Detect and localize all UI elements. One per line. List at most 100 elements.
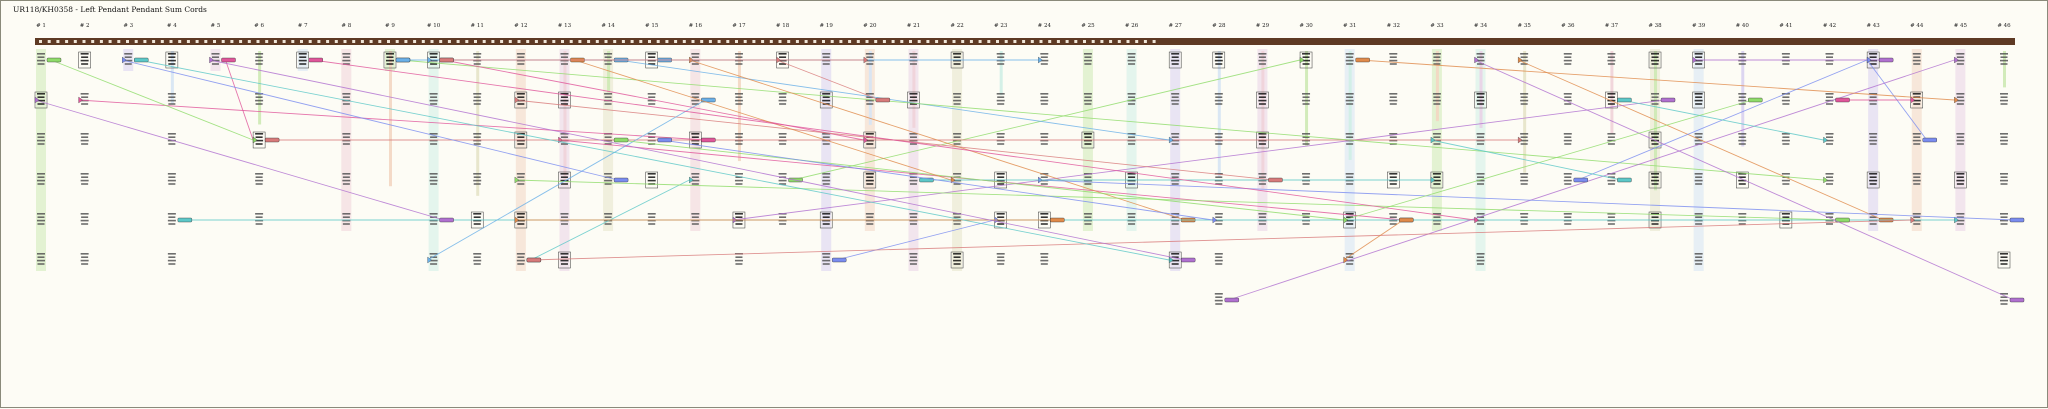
knot-mark (1956, 99, 1965, 102)
sum-links (34, 56, 2025, 303)
knot-mark (1476, 213, 1485, 215)
knot-mark (647, 139, 656, 142)
knot-mark (168, 103, 176, 105)
knot-mark (1607, 223, 1615, 225)
knot-glyph (1302, 93, 1311, 105)
knot-mark (1040, 173, 1049, 175)
knot-mark (1476, 259, 1485, 262)
sum-link-arrow (1343, 256, 1348, 264)
knot-mark (2000, 103, 2008, 105)
pendant-cord (819, 49, 833, 271)
pendant-cord (78, 51, 91, 265)
knot-mark (2000, 53, 2008, 55)
knot-mark (473, 99, 482, 102)
knot-mark (1083, 179, 1092, 182)
knot-mark (1520, 179, 1529, 182)
knot-mark (1826, 56, 1834, 58)
knot-mark (168, 183, 176, 185)
knot-mark (429, 259, 438, 262)
knot-mark (909, 259, 918, 262)
knot-mark (560, 179, 569, 182)
knot-glyph (1432, 53, 1441, 65)
knot-mark (779, 103, 787, 105)
primary-cord-knot (891, 40, 895, 43)
cord-label: # 22 (950, 23, 963, 29)
primary-cord-knot (334, 40, 338, 43)
knot-mark (473, 53, 482, 55)
knot-mark (1869, 136, 1877, 138)
knot-mark (1651, 59, 1660, 62)
knot-mark (1083, 53, 1092, 55)
knot-mark (953, 143, 961, 145)
knot-mark (255, 99, 264, 102)
knot-mark (2000, 96, 2008, 98)
cord-label: # 39 (1692, 23, 1706, 29)
knot-glyph (865, 53, 874, 65)
knot-mark (953, 139, 962, 142)
knot-mark (168, 223, 176, 225)
primary-cord-knot (517, 40, 521, 43)
knot-glyph (342, 173, 351, 185)
knot-mark (168, 143, 176, 145)
knot-mark (1738, 136, 1746, 138)
knot-mark (1563, 133, 1572, 135)
sum-link-arrow (1910, 216, 1916, 224)
knot-glyph (1694, 213, 1703, 225)
knot-mark (1825, 219, 1834, 222)
knot-mark (997, 136, 1005, 138)
knot-mark (1171, 93, 1180, 95)
knot-mark (81, 136, 89, 138)
knot-mark (1128, 63, 1136, 65)
knot-glyph (734, 133, 743, 145)
sum-link-arrow (950, 176, 956, 184)
sum-link-tag (439, 217, 454, 223)
knot-mark (1476, 53, 1485, 55)
sum-link-tag (613, 137, 629, 143)
knot-mark (1258, 216, 1266, 218)
knot-mark (1651, 223, 1659, 225)
cord-label: # 34 (1474, 23, 1488, 29)
knot-mark (80, 133, 89, 135)
cord-color-segment (476, 51, 480, 196)
knot-mark (1651, 53, 1660, 55)
knot-mark (298, 53, 307, 55)
knot-mark (1171, 179, 1180, 182)
knot-mark (1607, 176, 1615, 178)
knot-mark (1432, 99, 1441, 102)
knot-mark (1040, 139, 1049, 142)
sum-link-tag (1835, 217, 1850, 223)
sum-link-line (1474, 59, 2015, 301)
knot-glyph (953, 213, 962, 225)
knot-mark (1738, 99, 1747, 102)
knot-mark (1302, 103, 1310, 105)
knot-mark (473, 183, 481, 185)
knot-mark (430, 56, 438, 58)
knot-mark (953, 93, 962, 95)
knot-mark (1738, 59, 1747, 62)
pendant-cord (1736, 51, 1749, 225)
knot-glyph (37, 133, 45, 145)
primary-cord-knot (47, 40, 51, 43)
knot-mark (473, 176, 481, 178)
knot-glyph (996, 93, 1005, 105)
knot-mark (1345, 93, 1354, 95)
knot-mark (604, 93, 613, 95)
knot-mark (255, 133, 264, 135)
knot-glyph (211, 53, 220, 65)
knot-mark (255, 173, 264, 175)
knot-mark (953, 56, 961, 58)
sum-link-arrow (1474, 56, 1479, 64)
knot-mark (1476, 173, 1485, 175)
knot-mark (1432, 53, 1441, 55)
knot-mark (80, 219, 89, 222)
primary-cord-knot (1126, 40, 1130, 43)
knot-box (950, 251, 964, 269)
knot-glyph (865, 93, 874, 105)
primary-cord-knot (534, 40, 538, 43)
knot-mark (560, 213, 569, 215)
primary-cord-knot (1022, 40, 1026, 43)
primary-cord-knot (413, 40, 417, 43)
primary-cord-knot (91, 40, 95, 43)
knot-mark (822, 263, 830, 265)
knot-mark (430, 136, 438, 138)
